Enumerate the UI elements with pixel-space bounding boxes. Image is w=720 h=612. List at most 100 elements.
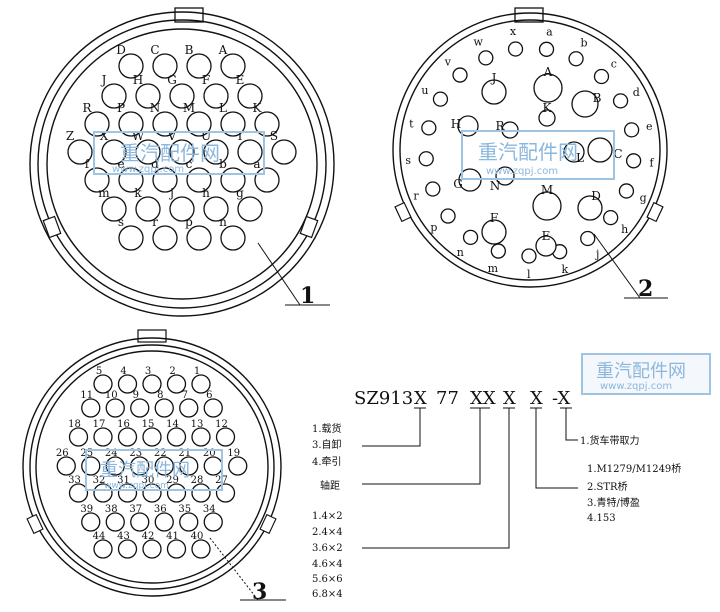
c2-p-label: p — [430, 221, 437, 234]
wheelbase-label: 轴距 — [320, 479, 340, 492]
c3-21-pin — [179, 456, 199, 476]
c1-n-pin — [220, 225, 246, 251]
c3-33-pin — [68, 483, 89, 503]
code-seg-2: 77 — [436, 388, 459, 409]
c3-6-pin — [203, 398, 223, 418]
c1-p-label: p — [185, 215, 193, 229]
c3-17-pin — [93, 427, 113, 447]
c3-8-label: 8 — [157, 390, 163, 401]
c3-32-label: 32 — [93, 475, 106, 486]
c3-31-label: 31 — [117, 475, 130, 486]
watermark-brand-2: 重汽配件网 — [478, 140, 578, 164]
c3-7-pin — [179, 398, 199, 418]
c3-29-label: 29 — [166, 475, 179, 486]
c1-T-label: T — [236, 129, 244, 143]
c3-18-label: 18 — [68, 419, 81, 430]
c1-d-label: d — [151, 157, 159, 171]
c1-s-label: s — [118, 215, 124, 229]
c2-g-pin — [618, 183, 635, 199]
drive-5: 5.6×6 — [312, 574, 343, 585]
c2-L-pin — [563, 141, 585, 163]
c1-p-pin — [186, 225, 212, 251]
c1-G-pin — [169, 83, 195, 109]
c1-s-pin — [118, 225, 144, 251]
c2-t-label: t — [409, 118, 414, 131]
c1-r-label: r — [152, 215, 158, 229]
c3-12-pin — [215, 427, 236, 447]
c3-17-label: 17 — [93, 419, 106, 430]
callout-1: 1 — [300, 283, 315, 309]
c1-J-pin — [101, 83, 127, 109]
c2-s-label: s — [405, 154, 411, 167]
c1-H-pin — [135, 83, 161, 109]
c3-41-pin — [166, 539, 187, 559]
c2-v-pin — [452, 67, 468, 83]
c3-9-pin — [130, 398, 150, 418]
c2-D-label: D — [591, 189, 601, 203]
c3-39-label: 39 — [80, 504, 93, 515]
watermark-url-3: www.zqpj.com — [104, 481, 169, 491]
c3-8-pin — [154, 398, 174, 418]
c3-4-pin — [117, 374, 138, 394]
watermark-url-2: www.zqpj.com — [486, 166, 558, 177]
c1-C-pin — [152, 53, 178, 79]
c3-3-pin — [142, 374, 162, 394]
callout-2: 2 — [638, 276, 653, 302]
c2-A-label: A — [543, 65, 553, 79]
c3-15-label: 15 — [142, 419, 155, 430]
c3-5-pin — [93, 374, 113, 394]
c2-J-label: J — [490, 71, 497, 85]
c1-V-label: V — [167, 129, 177, 143]
c3-30-label: 30 — [142, 475, 155, 486]
c3-13-label: 13 — [191, 419, 204, 430]
c2-n-label: n — [457, 246, 464, 259]
c1-j-pin — [169, 196, 195, 222]
c3-11-pin — [81, 398, 101, 418]
c3-27-pin — [215, 483, 236, 503]
c1-g-pin — [237, 196, 263, 222]
c1-K-label: K — [253, 101, 263, 115]
c3-1-pin — [191, 374, 211, 394]
c1-T-pin — [237, 139, 263, 165]
c2-g-label: g — [640, 192, 647, 205]
c1-S-pin — [271, 139, 297, 165]
c3-41-label: 41 — [166, 531, 179, 542]
c1-B-label: B — [185, 43, 194, 57]
code-legend: 重汽配件网 www.zqpj.com SZ913 X 77 XX X X -X … — [312, 353, 711, 600]
c3-21-label: 21 — [178, 448, 191, 459]
c2-M-pin — [532, 191, 562, 221]
c2-e-pin — [623, 122, 640, 138]
c2-f-pin — [625, 153, 642, 169]
code-seg-5: X — [530, 388, 543, 409]
c3-10-label: 10 — [105, 390, 118, 401]
c2-p-pin — [440, 208, 456, 224]
c3-2-label: 2 — [169, 366, 175, 377]
c1-f-label: f — [85, 157, 91, 171]
c1-g-label: g — [236, 186, 244, 200]
c1-V-pin — [169, 139, 195, 165]
load-type-1: 1.载货 — [312, 422, 342, 435]
c2-A-pin — [533, 73, 563, 103]
c2-c-label: c — [611, 57, 617, 70]
c3-23-label: 23 — [129, 448, 142, 459]
c2-t-pin — [421, 120, 437, 136]
c3-4-label: 4 — [120, 366, 126, 377]
c3-6-label: 6 — [206, 390, 212, 401]
c3-20-label: 20 — [203, 448, 216, 459]
c3-42-pin — [142, 539, 162, 559]
c2-L-label: L — [576, 151, 584, 165]
watermark-brand-3: 重汽配件网 — [100, 460, 190, 481]
c2-x-pin — [507, 41, 524, 57]
c2-N-pin — [495, 166, 515, 186]
c1-U-label: U — [201, 129, 211, 143]
c3-28-label: 28 — [191, 475, 204, 486]
c1-F-pin — [203, 83, 229, 109]
c1-n-label: n — [219, 215, 227, 229]
c3-43-label: 43 — [117, 531, 130, 542]
c1-X-label: X — [100, 129, 109, 143]
c2-C-pin — [587, 137, 613, 163]
c1-X-pin — [101, 139, 127, 165]
c2-c-pin — [593, 68, 610, 85]
c3-31-pin — [117, 483, 138, 503]
